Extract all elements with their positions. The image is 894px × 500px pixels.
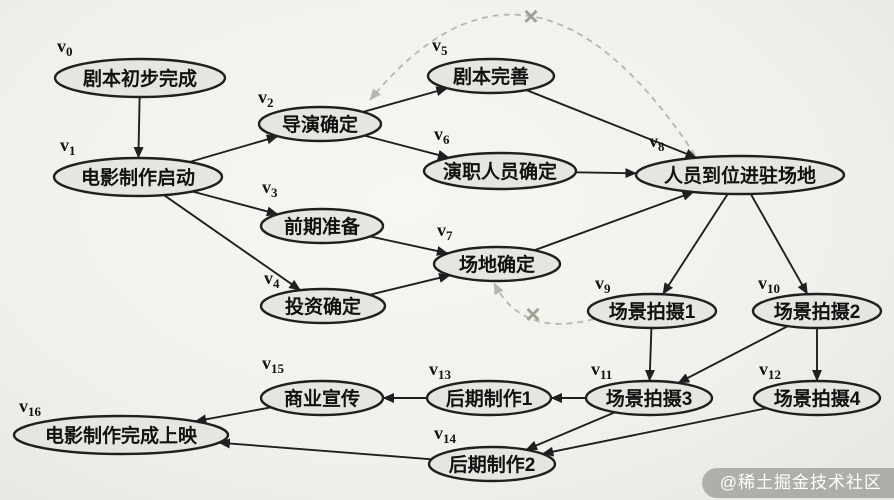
rejected-edge-v8-v2 — [369, 13, 696, 156]
node-v2: 导演确定 v2 — [257, 87, 383, 143]
edge-v1-v3 — [192, 190, 279, 217]
node-v3: 前期准备 v3 — [259, 177, 385, 245]
vertex-id-label: v12 — [759, 359, 781, 382]
node-label: 剧本完善 — [453, 65, 529, 88]
node-label: 商业宣传 — [284, 387, 360, 410]
edge-v2-v5 — [362, 86, 448, 113]
node-v7: 场地确定 v7 — [432, 220, 562, 283]
watermark: @稀土掘金技术社区 — [701, 468, 894, 498]
node-v11: 场景拍摄3 v11 — [584, 359, 714, 417]
node-label: 人员到位进驻场地 — [664, 164, 816, 187]
vertex-id-label: v4 — [264, 268, 280, 291]
vertex-id-label: v7 — [437, 220, 453, 243]
edge-v9-v11 — [644, 327, 655, 382]
edge-v6-v8 — [575, 168, 637, 179]
edge-v8-v9 — [662, 193, 729, 295]
cross-icon: × — [525, 299, 540, 329]
node-v14: 后期制作2 v14 — [427, 423, 557, 483]
node-label: 投资确定 — [285, 295, 361, 318]
edge-v3-v7 — [369, 235, 449, 256]
edge-v5-v8 — [526, 89, 698, 159]
vertex-id-label: v16 — [19, 396, 42, 419]
node-label: 场景拍摄1 — [609, 300, 696, 323]
edge-v12-v14 — [541, 407, 767, 457]
node-v6: 演职人员确定 v6 — [422, 124, 578, 191]
node-v12: 场景拍摄4 v12 — [752, 359, 882, 417]
node-ellipse — [432, 245, 562, 283]
node-label: 剧本初步完成 — [83, 67, 197, 90]
node-v13: 后期制作1 v13 — [425, 359, 553, 417]
vertex-id-label: v8 — [649, 131, 665, 154]
node-ellipse — [259, 207, 385, 245]
vertex-id-label: v3 — [262, 177, 278, 200]
node-ellipse — [53, 57, 227, 99]
node-ellipse — [52, 156, 224, 198]
node-label: 场地确定 — [459, 253, 535, 276]
node-ellipse — [634, 154, 846, 196]
node-v8: 人员到位进驻场地 v8 — [634, 131, 846, 196]
edge-v2-v6 — [364, 134, 450, 160]
edge-v10-v11 — [677, 325, 789, 384]
vertex-id-label: v13 — [429, 359, 452, 382]
node-v9: 场景拍摄1 v9 — [586, 273, 718, 330]
vertex-id-label: v5 — [432, 35, 448, 58]
vertex-id-label: v11 — [591, 359, 612, 382]
edge-v4-v7 — [369, 273, 451, 296]
node-label: 场景拍摄2 — [774, 300, 861, 323]
edge-v15-v16 — [194, 406, 272, 425]
edge-v11-v14 — [525, 411, 616, 451]
vertex-id-label: v14 — [434, 423, 457, 446]
node-ellipse — [257, 105, 383, 143]
node-ellipse — [12, 414, 230, 456]
node-label: 前期准备 — [284, 215, 361, 238]
node-v0: 剧本初步完成 v0 — [53, 36, 227, 99]
node-ellipse — [752, 379, 882, 417]
node-ellipse — [584, 379, 714, 417]
node-ellipse — [751, 292, 883, 330]
node-label: 演职人员确定 — [443, 160, 557, 183]
edge-v7-v8 — [534, 191, 695, 252]
vertex-id-label: v2 — [258, 87, 274, 110]
vertex-id-label: v0 — [57, 36, 73, 59]
node-label: 场景拍摄3 — [606, 387, 693, 410]
node-v10: 场景拍摄2 v10 — [751, 273, 883, 330]
node-v15: 商业宣传 v15 — [259, 353, 385, 417]
node-label: 后期制作2 — [449, 453, 536, 476]
cross-icon: × — [523, 1, 538, 31]
node-ellipse — [425, 379, 553, 417]
node-ellipse — [427, 445, 557, 483]
node-ellipse — [422, 151, 578, 191]
edge-v14-v16 — [218, 438, 432, 461]
rejected-edge-v9-v7 — [493, 282, 595, 325]
node-label: 场景拍摄4 — [774, 387, 861, 410]
vertex-id-label: v15 — [262, 353, 285, 376]
node-ellipse — [259, 287, 387, 325]
node-ellipse — [586, 292, 718, 330]
node-label: 导演确定 — [282, 113, 358, 136]
node-ellipse — [426, 57, 556, 95]
vertex-id-label: v9 — [595, 273, 611, 296]
node-label: 后期制作1 — [446, 387, 533, 410]
edge-v1-v4 — [163, 194, 301, 291]
node-label: 电影制作启动 — [81, 166, 195, 189]
vertex-id-label: v6 — [434, 124, 450, 147]
edge-v0-v1 — [133, 96, 144, 159]
vertex-id-label: v1 — [60, 135, 76, 158]
edge-v8-v10 — [749, 193, 809, 295]
vertex-id-label: v10 — [758, 273, 780, 296]
node-label: 电影制作完成上映 — [45, 424, 198, 447]
edge-v1-v2 — [189, 134, 279, 163]
node-ellipse — [259, 379, 385, 417]
